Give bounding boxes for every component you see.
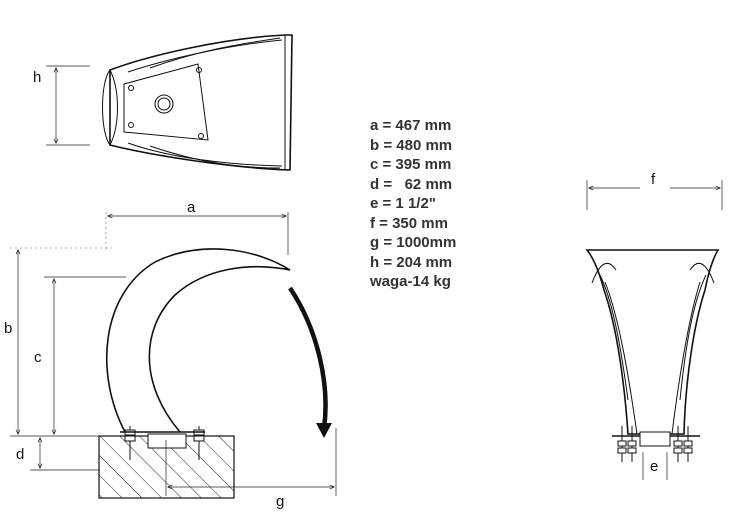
bolt-hole bbox=[128, 122, 134, 128]
water-jet-arrow bbox=[316, 423, 332, 438]
dimension-label-a: a bbox=[187, 199, 196, 216]
spec-a: a = 467 mm bbox=[370, 117, 452, 134]
dimension-label-h: h bbox=[33, 69, 41, 86]
spec-f: f = 350 mm bbox=[370, 214, 448, 232]
front-view: f e bbox=[585, 171, 723, 480]
water-jet bbox=[288, 286, 328, 429]
spec-e: e = 1 1/2" bbox=[370, 195, 436, 212]
dimension-label-d: d bbox=[16, 446, 24, 463]
spec-b: b = 480 mm bbox=[370, 136, 453, 154]
spec-h: h = 204 mm bbox=[370, 253, 453, 271]
anchor-bolt bbox=[617, 426, 637, 462]
mounting-plate bbox=[123, 63, 209, 141]
top-view: h bbox=[33, 34, 293, 171]
spec-weight: waga-14 kg bbox=[370, 273, 451, 290]
dimension-label-f: f bbox=[651, 171, 656, 188]
specification-list: a = 467 mm b = 480 mm c = 395 mm d = 62 … bbox=[370, 116, 456, 292]
spec-g: g = 1000mm bbox=[370, 234, 457, 251]
pipe-socket bbox=[639, 431, 671, 447]
dimension-label-g: g bbox=[276, 493, 284, 510]
pipe-socket bbox=[147, 433, 187, 449]
bolt-hole bbox=[196, 67, 202, 73]
side-view: a b c d g bbox=[4, 199, 337, 510]
dimension-label-b: b bbox=[4, 320, 12, 337]
spec-c: c = 395 mm bbox=[370, 156, 452, 173]
center-hole bbox=[154, 94, 174, 114]
spec-d: d = 62 mm bbox=[370, 175, 453, 193]
dimension-label-c: c bbox=[34, 349, 42, 366]
crescent-spout bbox=[105, 248, 291, 433]
anchor-bolt bbox=[673, 426, 693, 462]
bolt-hole bbox=[128, 85, 134, 91]
dimension-label-e: e bbox=[650, 458, 658, 475]
bolt-hole bbox=[198, 133, 204, 139]
